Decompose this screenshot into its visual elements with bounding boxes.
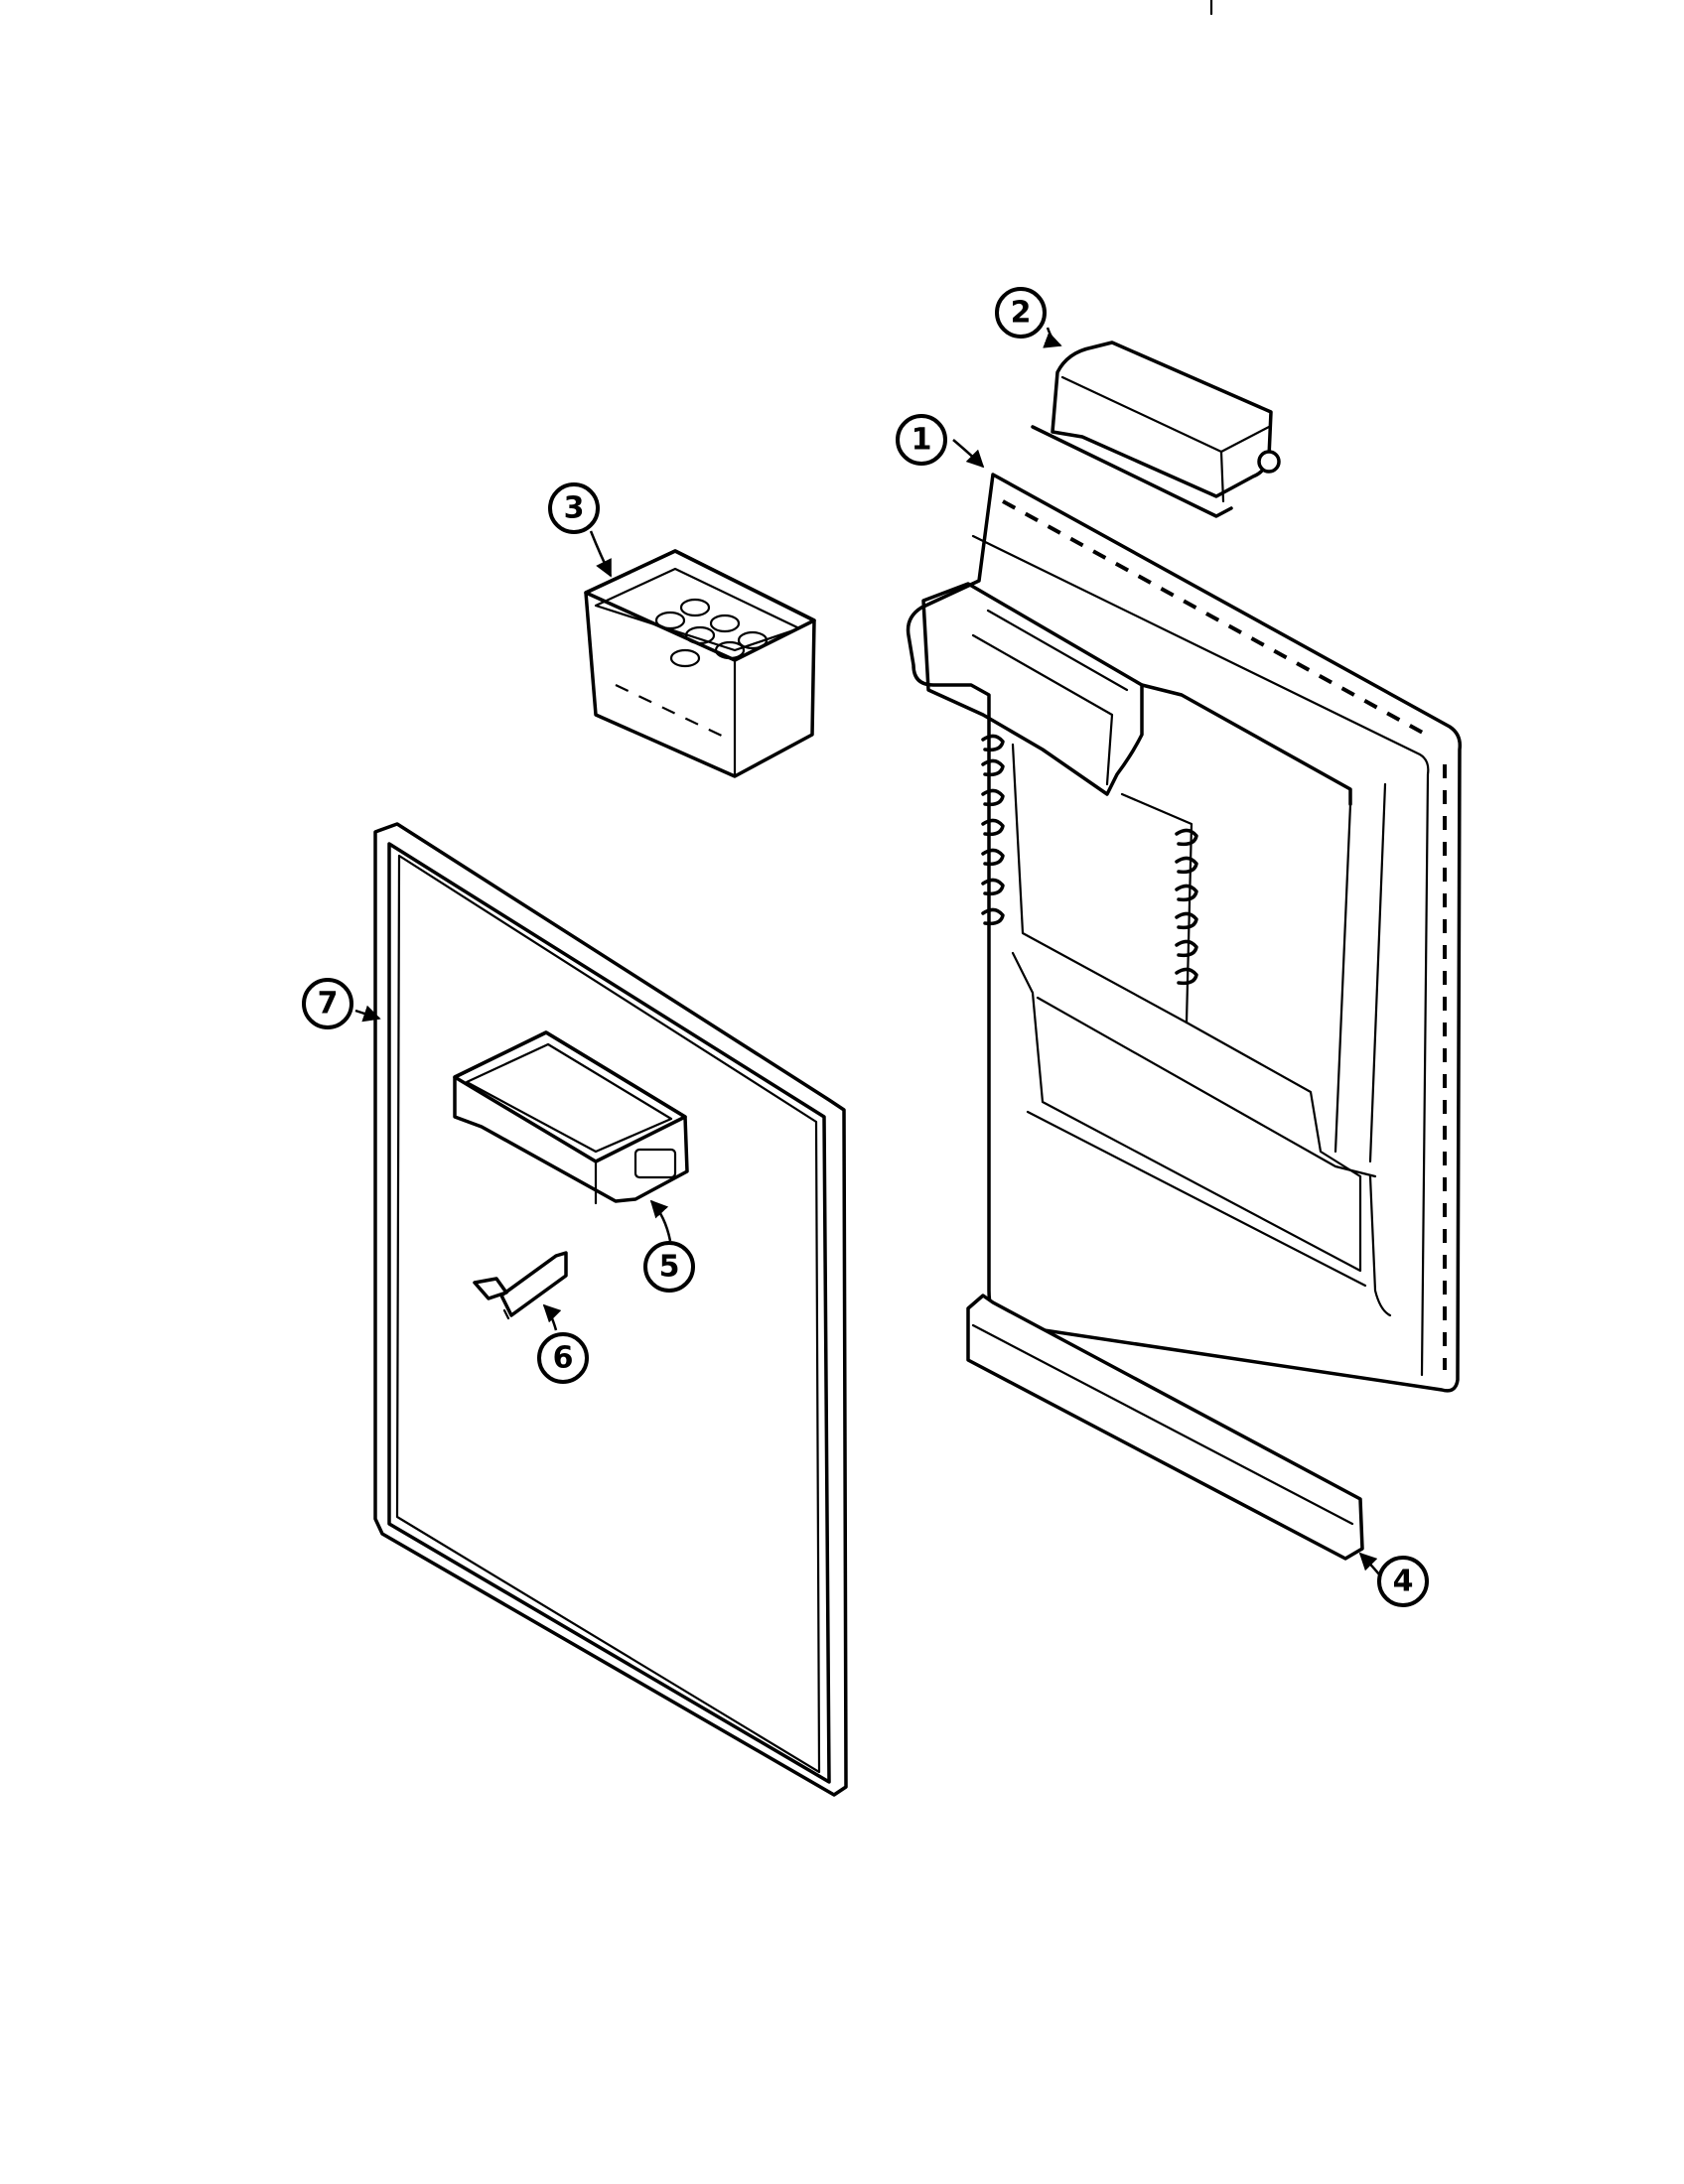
right-shelf-slots: [1175, 828, 1198, 986]
callout-6: 6: [537, 1332, 589, 1384]
callout-3: 3: [548, 482, 600, 534]
callout-1: 1: [896, 414, 947, 466]
svg-text:3: 3: [564, 491, 585, 526]
dairy-cover-part: [1031, 341, 1281, 518]
svg-text:2: 2: [1011, 296, 1032, 331]
svg-text:1: 1: [912, 423, 932, 458]
door-bin-part: [453, 1030, 689, 1205]
shelf-rail-part: [966, 1294, 1364, 1561]
egg-cups: [654, 598, 769, 668]
svg-text:7: 7: [318, 987, 339, 1022]
callout-4: 4: [1377, 1556, 1429, 1607]
callout-2: 2: [995, 287, 1047, 339]
svg-text:5: 5: [659, 1250, 680, 1285]
egg-bucket-part: [584, 549, 816, 778]
door-liner-part: [906, 473, 1463, 1393]
svg-text:6: 6: [553, 1341, 574, 1376]
bin-clip-part: [473, 1251, 568, 1320]
callout-5: 5: [643, 1241, 695, 1293]
svg-text:4: 4: [1393, 1565, 1414, 1599]
left-shelf-slots: [981, 734, 1005, 926]
callout-7: 7: [302, 978, 353, 1029]
door-gasket-part: [373, 822, 848, 1797]
